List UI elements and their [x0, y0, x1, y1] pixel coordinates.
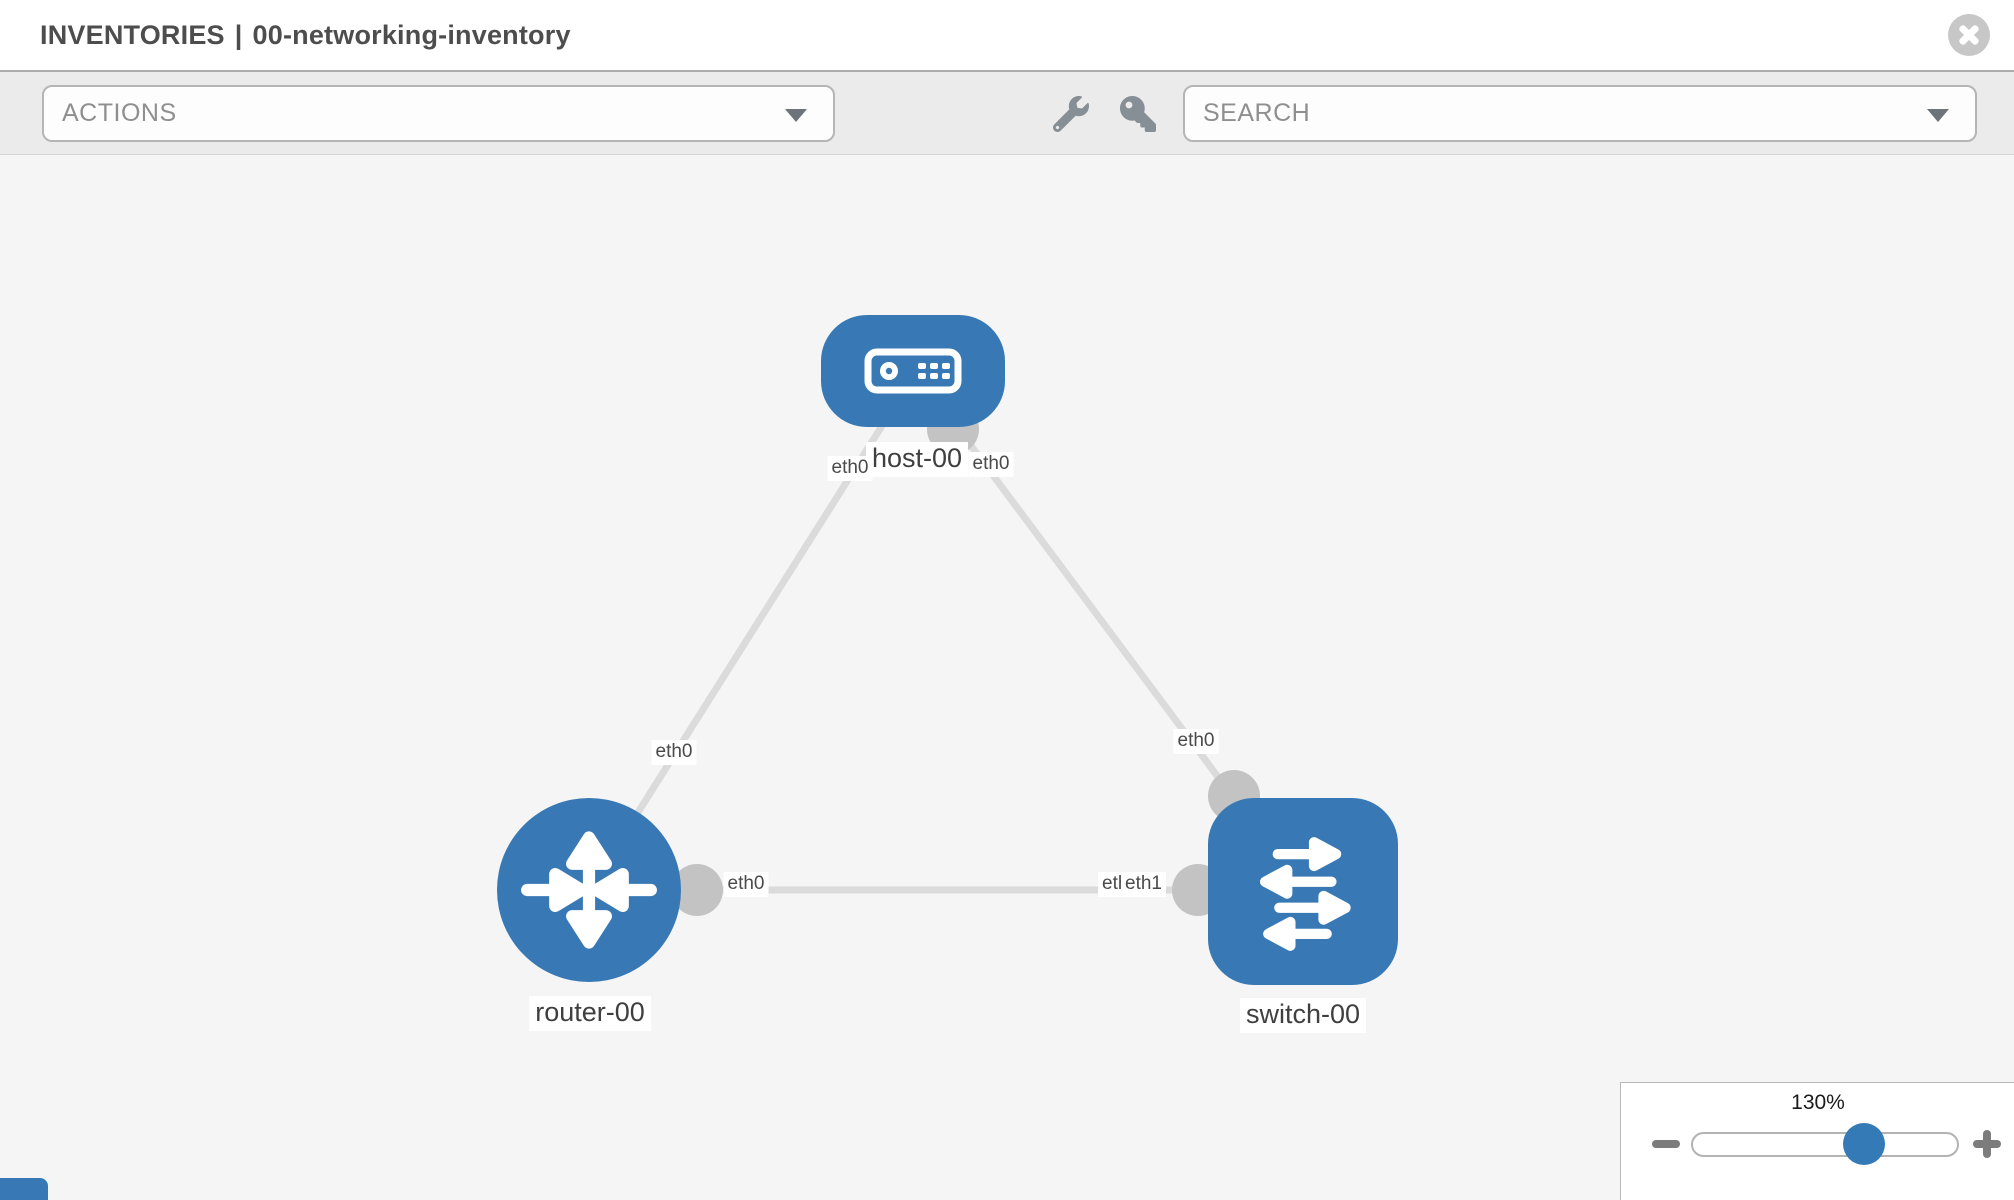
toolbar: ACTIONS SEARCH — [0, 72, 2014, 155]
port-label-router-uplink: eth0 — [651, 740, 697, 765]
port-label-router-lan: eth0 — [723, 872, 769, 897]
node-router-00[interactable] — [497, 798, 681, 982]
panel-header: INVENTORIES | 00-networking-inventory — [0, 0, 2014, 72]
search-dropdown[interactable]: SEARCH — [1183, 85, 1977, 142]
plus-icon[interactable] — [1973, 1130, 2001, 1158]
tools-button[interactable] — [1052, 96, 1089, 133]
close-icon — [1958, 24, 1980, 46]
zoom-slider-handle[interactable] — [1843, 1123, 1885, 1165]
port-label-switch-lan: eth1 — [1121, 872, 1166, 897]
inventory-name: 00-networking-inventory — [252, 19, 571, 50]
links-layer — [586, 369, 1306, 916]
offscreen-node-fragment — [0, 1178, 48, 1200]
close-button[interactable] — [1948, 14, 1990, 56]
wrench-icon — [1052, 96, 1089, 133]
actions-dropdown-label: ACTIONS — [62, 99, 177, 127]
node-switch-00[interactable] — [1208, 798, 1398, 985]
breadcrumb: INVENTORIES — [40, 19, 225, 50]
router-icon — [521, 831, 657, 949]
port-label-host-left: eth0 — [827, 456, 873, 481]
node-label-host: host-00 — [865, 442, 969, 477]
minus-icon[interactable] — [1652, 1140, 1680, 1148]
zoom-control-panel: 130% — [1620, 1082, 2014, 1200]
credentials-button[interactable] — [1120, 96, 1156, 132]
zoom-level-value: 130% — [1791, 1091, 1845, 1114]
port-label-host-right: eth0 — [968, 452, 1014, 477]
node-label-switch: switch-00 — [1239, 998, 1367, 1033]
actions-dropdown[interactable]: ACTIONS — [42, 85, 835, 142]
topology-canvas[interactable]: host-00 router-00 switch-00 eth0 eth0 et… — [0, 156, 2014, 1200]
host-icon — [864, 348, 962, 394]
page-title: INVENTORIES | 00-networking-inventory — [40, 0, 571, 70]
switch-icon — [1259, 836, 1351, 951]
chevron-down-icon — [1927, 108, 1949, 122]
node-label-router: router-00 — [529, 996, 651, 1031]
breadcrumb-separator: | — [234, 19, 243, 50]
chevron-down-icon — [785, 108, 807, 122]
zoom-slider-track[interactable] — [1691, 1132, 1959, 1157]
node-host-00[interactable] — [821, 315, 1005, 427]
interface-connector-router[interactable] — [671, 864, 723, 916]
port-label-switch-uplink: eth0 — [1173, 729, 1219, 754]
key-icon — [1120, 96, 1156, 132]
search-dropdown-label: SEARCH — [1203, 99, 1311, 127]
